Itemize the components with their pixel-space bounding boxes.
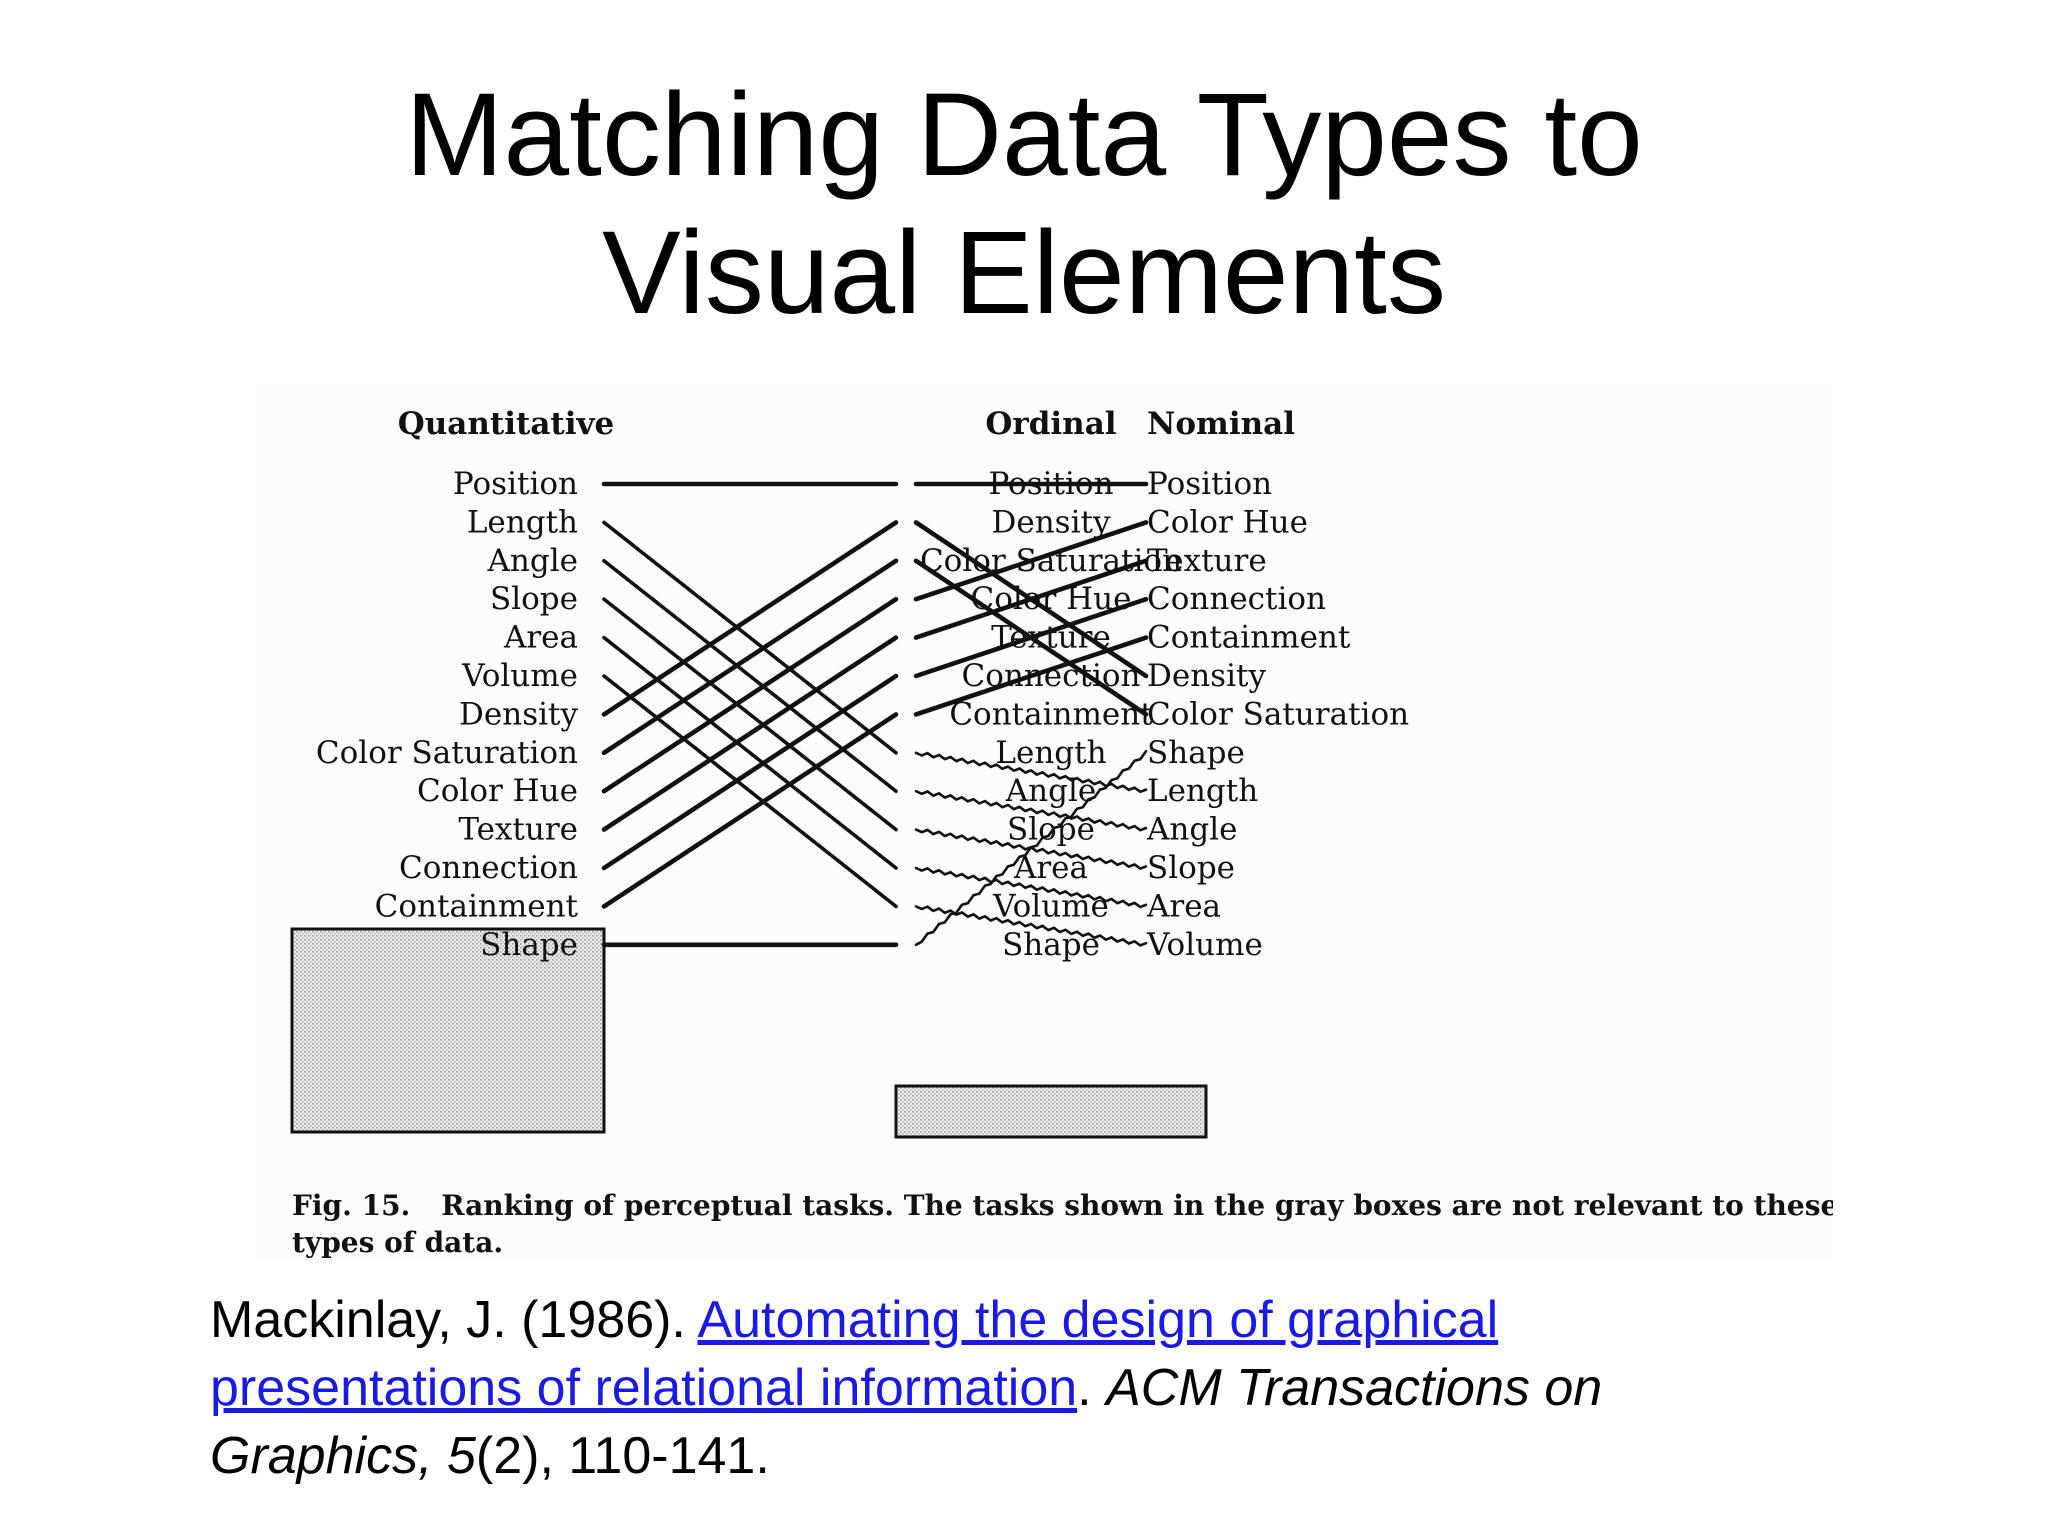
connector-quantitative-to-ordinal-containment — [601, 712, 899, 909]
quantitative-item-area: Area — [503, 620, 578, 656]
column-heading-quantitative: Quantitative — [398, 406, 615, 442]
citation-period: . — [1077, 1359, 1107, 1417]
nominal-item-slope: Slope — [1147, 850, 1235, 886]
connector-ordinal-to-nominal-connection — [913, 596, 1149, 679]
column-labels: QuantitativePositionLengthAngleSlopeArea… — [316, 406, 1409, 963]
connector-quantitative-to-ordinal-density — [601, 520, 899, 717]
connector-ordinal-to-nominal-containment — [913, 635, 1149, 717]
ordinal-gray-box — [894, 1084, 1208, 1139]
quantitative-item-connection: Connection — [399, 850, 578, 886]
ordinal-item-area: Area — [1013, 850, 1088, 886]
nominal-item-color-saturation: Color Saturation — [1147, 696, 1409, 732]
column-heading-nominal: Nominal — [1147, 406, 1295, 442]
citation-line-1: Mackinlay, J. (1986). Automating the des… — [210, 1286, 2010, 1354]
column-heading-ordinal: Ordinal — [985, 406, 1116, 442]
citation-title-link[interactable]: Automating the design of graphical — [697, 1291, 1499, 1349]
citation-volume: 5 — [446, 1427, 476, 1485]
citation-line-3: Graphics, 5(2), 110-141. — [210, 1422, 2010, 1490]
figure-caption-label: Fig. 15. — [292, 1189, 410, 1222]
quantitative-item-slope: Slope — [490, 581, 578, 617]
citation-journal-continued: Graphics, — [210, 1427, 447, 1485]
connector-ordinal-to-nominal-color-hue — [913, 520, 1149, 602]
citation-title-link-continued[interactable]: presentations of relational information — [210, 1359, 1078, 1417]
slide-title-line-2: Visual Elements — [602, 207, 1446, 339]
connector-quantitative-to-ordinal-color-saturation — [601, 558, 899, 756]
ordinal-item-containment: Containment — [949, 696, 1153, 732]
ordinal-item-connection: Connection — [961, 658, 1140, 694]
slide-title-line-1: Matching Data Types to — [405, 69, 1643, 201]
ordinal-item-angle: Angle — [1005, 773, 1096, 809]
connector-ordinal-to-nominal-shape — [914, 749, 1148, 947]
ordinal-item-slope: Slope — [1007, 812, 1095, 848]
ordinal-item-density: Density — [992, 504, 1111, 540]
connector-quantitative-to-ordinal-color-hue — [601, 596, 899, 794]
nominal-item-length: Length — [1147, 773, 1258, 809]
quantitative-item-containment: Containment — [375, 888, 579, 924]
quantitative-item-color-hue: Color Hue — [417, 773, 578, 809]
nominal-item-area: Area — [1146, 888, 1221, 924]
nominal-item-density: Density — [1147, 658, 1266, 694]
ordinal-item-color-saturation: Color Saturation — [920, 543, 1182, 579]
citation-issue-pages: (2), 110-141. — [475, 1427, 770, 1485]
quantitative-item-color-saturation: Color Saturation — [316, 735, 578, 771]
figure-caption: Fig. 15. Ranking of perceptual tasks. Th… — [292, 1189, 1833, 1222]
connector-quantitative-to-ordinal-texture — [601, 635, 899, 832]
connector-quantitative-to-ordinal-connection — [601, 673, 899, 871]
quantitative-item-volume: Volume — [461, 658, 578, 694]
quantitative-item-position: Position — [453, 466, 578, 502]
connector-ordinal-to-nominal-angle — [914, 789, 1148, 832]
nominal-item-volume: Volume — [1146, 927, 1263, 963]
ordinal-item-shape: Shape — [1002, 927, 1100, 963]
connector-quantitative-to-ordinal-slope — [602, 597, 898, 832]
perceptual-ranking-diagram: QuantitativePositionLengthAngleSlopeArea… — [290, 406, 1833, 1259]
ordinal-item-volume: Volume — [992, 888, 1109, 924]
nominal-item-containment: Containment — [1147, 620, 1351, 656]
ordinal-item-position: Position — [988, 466, 1113, 502]
connector-quantitative-to-ordinal-length — [602, 520, 898, 755]
nominal-item-texture: Texture — [1147, 543, 1267, 579]
connector-ordinal-to-nominal-texture — [913, 558, 1149, 640]
ordinal-item-length: Length — [995, 735, 1106, 771]
quantitative-item-length: Length — [467, 504, 578, 540]
quantitative-gray-box — [290, 927, 606, 1134]
connector-lines — [601, 481, 1149, 948]
citation: Mackinlay, J. (1986). Automating the des… — [210, 1286, 2010, 1490]
citation-authors: Mackinlay, J. (1986). — [210, 1291, 698, 1349]
ordinal-item-color-hue: Color Hue — [971, 581, 1132, 617]
slide-title: Matching Data Types to Visual Elements — [0, 66, 2048, 342]
quantitative-item-texture: Texture — [458, 812, 578, 848]
quantitative-item-angle: Angle — [487, 543, 578, 579]
nominal-item-shape: Shape — [1147, 735, 1245, 771]
nominal-item-connection: Connection — [1147, 581, 1326, 617]
figure-caption-text-line-2: types of data. — [292, 1226, 503, 1259]
nominal-item-color-hue: Color Hue — [1147, 504, 1308, 540]
connector-quantitative-to-ordinal-volume — [602, 674, 898, 909]
quantitative-item-shape: Shape — [480, 927, 578, 963]
figure-caption-text: Ranking of perceptual tasks. The tasks s… — [441, 1189, 1833, 1222]
citation-line-2: presentations of relational information.… — [210, 1354, 2010, 1422]
connector-quantitative-to-ordinal-area — [602, 635, 898, 870]
connector-ordinal-to-nominal-area — [914, 866, 1148, 909]
quantitative-item-density: Density — [459, 696, 578, 732]
connector-quantitative-to-ordinal-angle — [602, 559, 898, 794]
ordinal-item-texture: Texture — [991, 620, 1111, 656]
nominal-item-position: Position — [1147, 466, 1272, 502]
nominal-item-angle: Angle — [1146, 812, 1237, 848]
citation-journal: ACM Transactions on — [1106, 1359, 1603, 1417]
